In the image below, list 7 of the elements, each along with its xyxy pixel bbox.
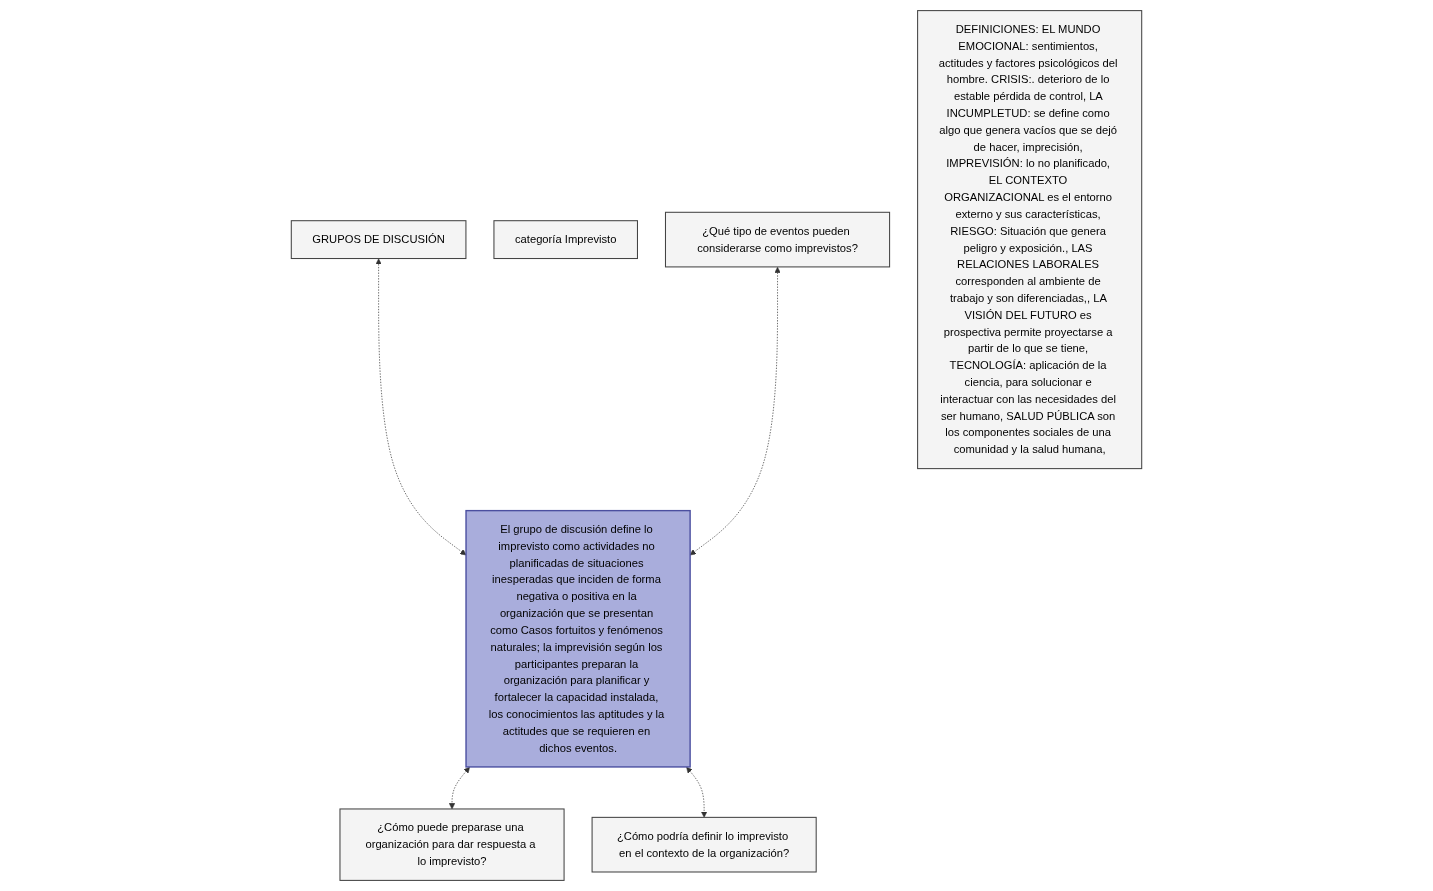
node-box: GRUPOS DE DISCUSIÓN: [290, 220, 467, 260]
node-box: categoría Imprevisto: [493, 220, 638, 260]
node-box: ¿Cómo puede preparase una organización para dar respuesta a lo imprevisto?: [339, 808, 565, 881]
node-box: ¿Cómo podría definir lo imprevisto en el contexto de la organización?: [591, 816, 817, 873]
node-box: DEFINICIONES: EL MUNDO EMOCIONAL: sentimientos, actitudes y factores psicológicos del hombre. CRISIS:. deterioro de lo estable pérdida de control, LA INCUMPLETUD: se define como algo que genera vacíos que se dejó de hacer, imprecisión, IMPREVISIÓN: lo no planificado, EL CONTEXTO ORGANIZACIONAL es el entorno externo y sus características, RIESGO: Situación que genera peligro y exposición., LAS RELACIONES LABORALES corresponden al ambiente de trabajo y son diferenciadas,, LA VISIÓN DEL FUTURO es prospectiva permite proyectarse a partir de lo que se tiene, TECNOLOGÍA: aplicación de la ciencia, para solucionar e interactuar con las necesidades del ser humano, SALUD PÚBLICA son los componentes sociales de una comunidad y la salud humana,: [917, 10, 1143, 470]
node-box: El grupo de discusión define lo imprevisto como actividades no planificadas de situaciones inesperadas que inciden de forma negativa o positiva en la organización que se presentan como Casos fortuitos y fenómenos naturales; la imprevisión según los participantes preparan la organización para planificar y fortalecer la capacidad instalada, los conocimientos las aptitudes y la actitudes que se requieren en dichos eventos.: [465, 509, 691, 768]
node-box: ¿Qué tipo de eventos pueden considerarse como imprevistos?: [664, 211, 891, 268]
